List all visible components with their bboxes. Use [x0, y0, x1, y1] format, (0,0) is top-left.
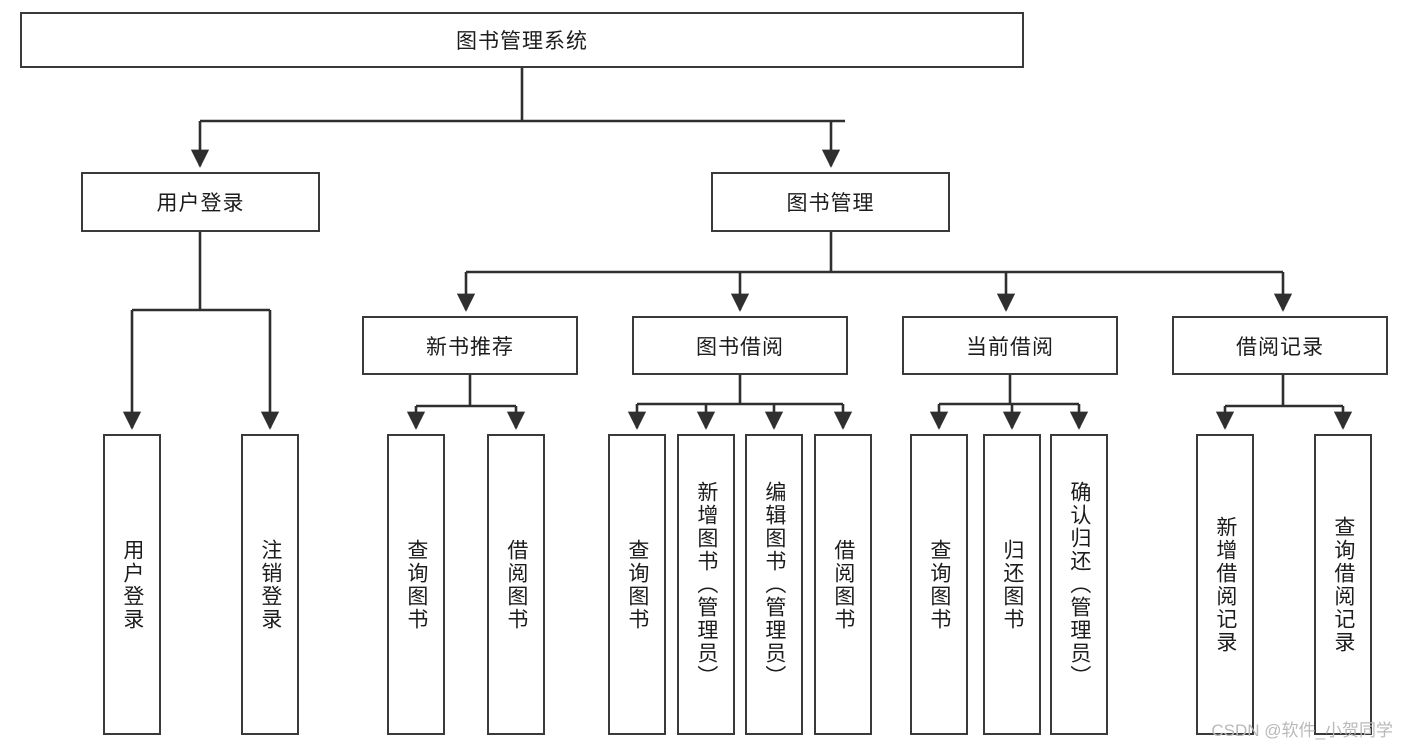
node-label: 图书管理	[786, 192, 875, 215]
node-label: 查询图书	[625, 538, 649, 631]
node-leaf-add-record[interactable]: 新增借阅记录	[1196, 434, 1254, 735]
node-label: 借阅记录	[1236, 335, 1324, 359]
node-label: 查询图书	[404, 538, 428, 631]
node-new-book-rec[interactable]: 新书推荐	[362, 316, 578, 375]
node-label: 图书管理系统	[456, 30, 588, 53]
node-leaf-borrow-book-1[interactable]: 借阅图书	[487, 434, 545, 735]
node-label: 用户登录	[156, 192, 245, 215]
node-label: 借阅图书	[831, 538, 855, 631]
node-label: 新增图书（管理员）	[694, 481, 718, 688]
node-root-system[interactable]: 图书管理系统	[20, 12, 1024, 68]
node-label: 借阅图书	[504, 538, 528, 631]
node-label: 查询图书	[927, 538, 951, 631]
node-label: 当前借阅	[966, 335, 1054, 359]
node-leaf-user-login[interactable]: 用户登录	[103, 434, 161, 735]
node-leaf-query-book-3[interactable]: 查询图书	[910, 434, 968, 735]
node-label: 用户登录	[120, 538, 144, 631]
node-label: 归还图书	[1000, 538, 1024, 631]
node-label: 注销登录	[258, 538, 282, 631]
node-leaf-return-book[interactable]: 归还图书	[983, 434, 1041, 735]
node-book-borrow[interactable]: 图书借阅	[632, 316, 848, 375]
node-leaf-edit-book[interactable]: 编辑图书（管理员）	[745, 434, 803, 735]
node-label: 确认归还（管理员）	[1067, 481, 1091, 688]
node-borrow-record[interactable]: 借阅记录	[1172, 316, 1388, 375]
node-leaf-borrow-book-2[interactable]: 借阅图书	[814, 434, 872, 735]
node-current-borrow[interactable]: 当前借阅	[902, 316, 1118, 375]
node-leaf-logout[interactable]: 注销登录	[241, 434, 299, 735]
node-user-login[interactable]: 用户登录	[81, 172, 320, 232]
node-leaf-add-book[interactable]: 新增图书（管理员）	[677, 434, 735, 735]
node-label: 图书借阅	[696, 335, 784, 359]
node-label: 编辑图书（管理员）	[762, 481, 786, 688]
node-book-manage[interactable]: 图书管理	[711, 172, 950, 232]
node-leaf-confirm-return[interactable]: 确认归还（管理员）	[1050, 434, 1108, 735]
node-label: 新增借阅记录	[1213, 515, 1237, 654]
node-label: 新书推荐	[426, 335, 514, 359]
node-leaf-query-book-1[interactable]: 查询图书	[387, 434, 445, 735]
node-leaf-query-record[interactable]: 查询借阅记录	[1314, 434, 1372, 735]
node-label: 查询借阅记录	[1331, 515, 1355, 654]
node-leaf-query-book-2[interactable]: 查询图书	[608, 434, 666, 735]
csdn-watermark: CSDN @软件_小贺同学	[1211, 721, 1393, 740]
